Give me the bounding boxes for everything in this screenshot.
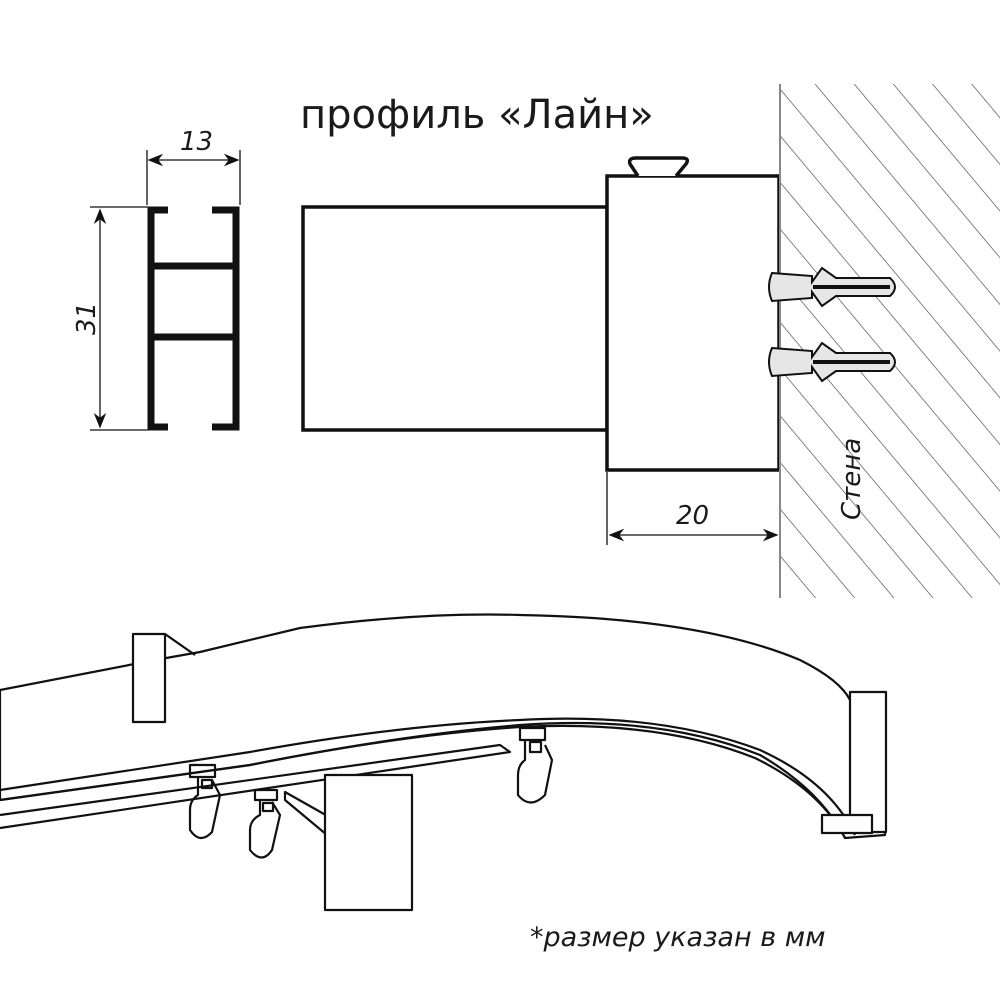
bracket-plate	[323, 773, 414, 912]
width-label: 13	[180, 127, 213, 157]
end-slot	[820, 813, 874, 835]
depth-label: 20	[676, 501, 709, 531]
profile-cross-section	[147, 206, 240, 431]
hook-icon	[248, 788, 282, 859]
units-footnote: *размер указан в мм	[530, 922, 825, 953]
dimension-height	[90, 206, 148, 431]
clip-icon	[627, 156, 690, 178]
rail-side	[301, 205, 609, 432]
dowel-icon	[768, 266, 896, 308]
dowel-icon	[768, 341, 896, 383]
bracket-side	[605, 174, 781, 472]
hook-icon	[516, 726, 554, 804]
side-view	[301, 156, 781, 472]
rail-perspective	[0, 613, 888, 912]
diagram-title: профиль «Лайн»	[300, 92, 654, 138]
end-cap-right	[848, 690, 888, 834]
wall-hatch	[780, 84, 1000, 598]
wall-label: Стена	[837, 438, 867, 520]
dimension-depth	[606, 472, 779, 545]
hook-icon	[188, 763, 222, 840]
height-label: 31	[72, 302, 102, 335]
end-cap	[131, 632, 167, 724]
dimension-width	[146, 150, 241, 205]
